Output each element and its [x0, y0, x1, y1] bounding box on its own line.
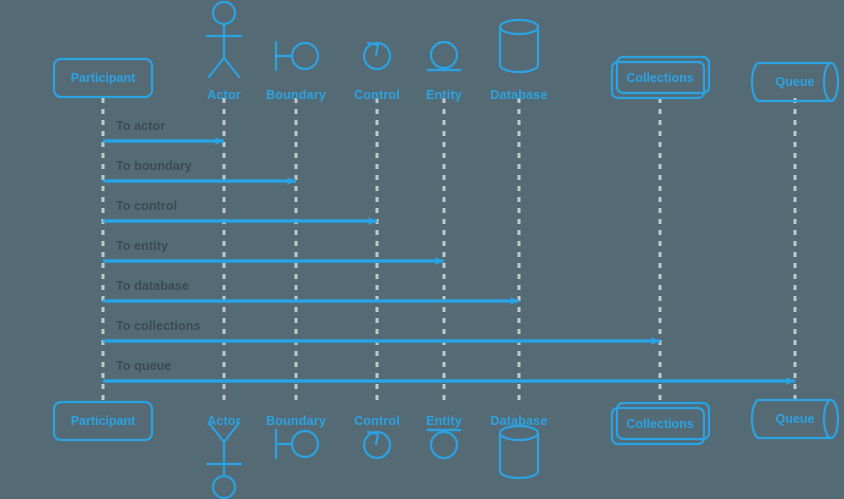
message-label-3: To entity [116, 239, 169, 253]
foot-label-collections: Collections [626, 417, 694, 431]
head-label-control: Control [354, 88, 400, 102]
foot-label-entity: Entity [426, 414, 462, 428]
head-icon-queue[interactable] [750, 61, 840, 103]
head-icon-collections[interactable] [610, 55, 711, 100]
foot-icon-entity[interactable] [426, 428, 462, 460]
head-icon-boundary[interactable] [274, 40, 320, 72]
message-label-1: To boundary [116, 159, 192, 173]
foot-icon-actor[interactable] [205, 421, 243, 499]
head-label-boundary: Boundary [266, 88, 326, 102]
head-icon-participant[interactable] [52, 57, 154, 99]
head-label-database: Database [490, 88, 548, 102]
foot-icon-control[interactable] [362, 430, 392, 460]
foot-icon-queue[interactable] [750, 398, 840, 440]
head-label-queue: Queue [775, 75, 815, 89]
foot-icon-boundary[interactable] [274, 428, 320, 460]
head-icon-actor[interactable] [205, 0, 243, 79]
foot-icon-database[interactable] [498, 424, 540, 480]
foot-icon-participant[interactable] [52, 400, 154, 442]
head-label-actor: Actor [207, 88, 241, 102]
message-label-5: To collections [116, 319, 201, 333]
message-label-6: To queue [116, 359, 172, 373]
head-icon-database[interactable] [498, 18, 540, 74]
foot-label-database: Database [490, 414, 548, 428]
head-icon-entity[interactable] [426, 40, 462, 72]
foot-label-actor: Actor [207, 414, 241, 428]
message-label-2: To control [116, 199, 178, 213]
foot-label-control: Control [354, 414, 400, 428]
head-label-participant: Participant [70, 71, 136, 85]
foot-icon-collections[interactable] [610, 401, 711, 446]
message-label-4: To database [116, 279, 190, 293]
foot-label-queue: Queue [775, 412, 815, 426]
foot-label-participant: Participant [70, 414, 136, 428]
head-label-entity: Entity [426, 88, 462, 102]
head-icon-control[interactable] [362, 41, 392, 71]
foot-label-boundary: Boundary [266, 414, 326, 428]
message-label-0: To actor [116, 119, 166, 133]
head-label-collections: Collections [626, 71, 694, 85]
